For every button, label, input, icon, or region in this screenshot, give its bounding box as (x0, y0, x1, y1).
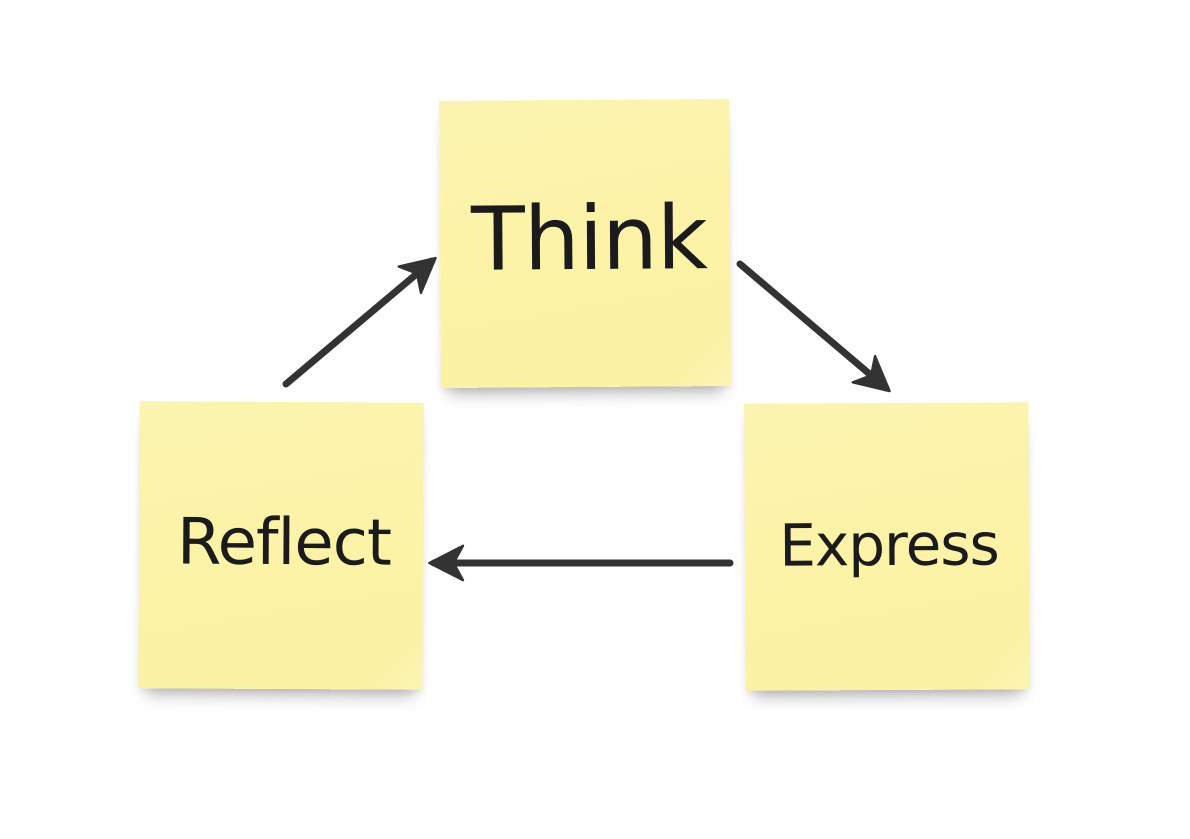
sticky-note-think[interactable]: Think (439, 98, 731, 389)
sticky-note-express[interactable]: Express (744, 402, 1030, 691)
arrow-reflect-to-think (282, 256, 437, 388)
sticky-note-reflect[interactable]: Reflect (138, 401, 424, 690)
note-label-reflect: Reflect (176, 504, 392, 581)
note-label-think: Think (470, 186, 708, 291)
note-label-express: Express (779, 509, 999, 580)
arrow-think-to-express (736, 260, 891, 393)
